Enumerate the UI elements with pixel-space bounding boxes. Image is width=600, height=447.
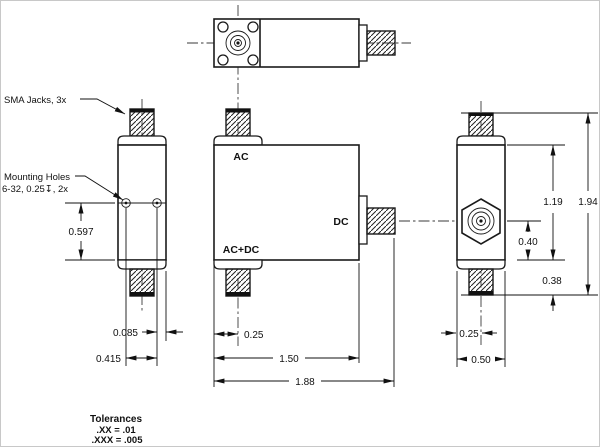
acdc-port-thread xyxy=(225,268,251,297)
dim-dc-to-bottom: 0.40 xyxy=(518,237,538,248)
mounting-hole-left xyxy=(121,198,131,208)
tolerances-title: Tolerances xyxy=(90,414,142,425)
mounting-holes-label-line2: 6-32, 0.25↧, 2x xyxy=(2,184,68,195)
dc-thread-top-view xyxy=(366,30,396,56)
right-top-thread xyxy=(468,112,494,137)
right-view-dimensions: 0.25 0.50 1.19 1.94 0.40 0.38 xyxy=(441,112,598,367)
dim-body-height: 1.19 xyxy=(543,197,563,208)
mounting-holes-label-line1: Mounting Holes xyxy=(4,172,70,183)
dim-body-width: 1.50 xyxy=(279,354,299,365)
callout-mounting-holes: Mounting Holes 6-32, 0.25↧, 2x xyxy=(2,172,124,201)
right-side-view xyxy=(456,112,506,296)
left-view-dimensions: 0.597 0.085 0.415 xyxy=(65,202,183,366)
dc-port-label: DC xyxy=(333,216,349,228)
dim-overall-width: 1.88 xyxy=(295,377,315,388)
dim-connector-stickout: 0.38 xyxy=(542,276,562,287)
sma-connector-face-side xyxy=(461,198,501,245)
dc-port-thread xyxy=(366,207,396,235)
front-view: AC AC+DC DC xyxy=(213,108,396,297)
tolerance-xx: .XX = .01 xyxy=(96,425,136,436)
left-bottom-thread xyxy=(129,268,155,297)
front-view-dimensions: 0.25 1.50 1.88 xyxy=(213,238,395,388)
dim-ac-offset: 0.25 xyxy=(244,330,264,341)
tolerance-xxx: .XXX = .005 xyxy=(92,435,144,446)
top-view xyxy=(213,18,396,68)
mounting-hole-right xyxy=(152,198,162,208)
sma-jacks-label: SMA Jacks, 3x xyxy=(4,95,67,106)
sma-connector-face-top xyxy=(225,30,251,56)
tolerances-block: Tolerances .XX = .01 .XXX = .005 xyxy=(90,414,143,446)
dim-hole-to-edge: 0.085 xyxy=(113,328,138,339)
dim-hole-span: 0.415 xyxy=(96,354,121,365)
dim-dc-centerline-offset: 0.25 xyxy=(459,329,479,340)
right-bottom-thread xyxy=(468,268,494,296)
acdc-port-label: AC+DC xyxy=(223,244,260,256)
dim-overall-height: 1.94 xyxy=(578,197,598,208)
left-side-view xyxy=(117,108,167,297)
dim-hole-to-bottom: 0.597 xyxy=(68,227,93,238)
dim-body-depth: 0.50 xyxy=(471,355,491,366)
left-top-thread xyxy=(129,108,155,137)
ac-port-label: AC xyxy=(233,151,249,163)
callout-sma-jacks: SMA Jacks, 3x xyxy=(4,95,126,115)
ac-port-thread xyxy=(225,108,251,137)
